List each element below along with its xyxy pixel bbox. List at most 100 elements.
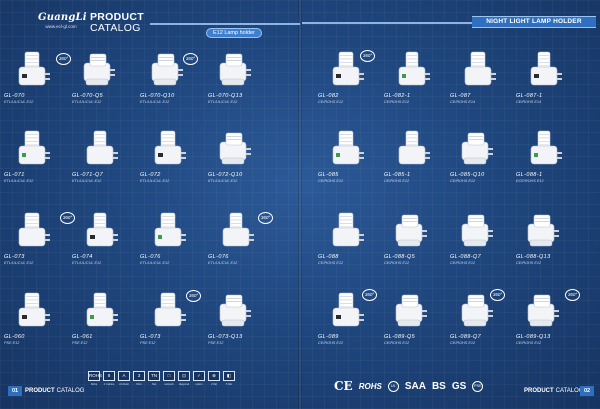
lamp-holder-image	[10, 290, 54, 332]
product-certification: ETL/UL/CUL E12	[208, 100, 238, 104]
rotation-360-icon: 360°	[258, 212, 273, 224]
lamp-holder-image	[146, 49, 190, 91]
product-certification: ETL/UL/CUL E12	[4, 179, 34, 183]
product-certification: ETL/UL/CUL E12	[140, 100, 170, 104]
legend-icon: 3	[133, 371, 145, 381]
product-code: GL-089-Q7	[450, 334, 482, 340]
catalog-line1: PRODUCT	[90, 11, 145, 23]
product-code: GL-076	[208, 254, 229, 260]
legend-caption: network	[164, 382, 174, 386]
product-certification: PSE E12	[4, 341, 20, 345]
product-code: GL-070	[4, 93, 25, 99]
right-page-number: 02	[580, 386, 594, 396]
lamp-holder-image	[214, 290, 258, 332]
product-certification: CE/ROHS E12	[318, 261, 344, 265]
product-certification: CE/ROHS E12	[318, 179, 344, 183]
legend-item: ◧5 flat	[223, 371, 235, 386]
lamp-holder-image	[390, 128, 434, 170]
rotation-360-icon: 360°	[362, 289, 377, 301]
product-certification: ETL/UL/CUL E12	[140, 179, 170, 183]
product-certification: CE/ROHS E12	[384, 261, 410, 265]
product-code: GL-061	[72, 334, 93, 340]
bs-mark: BS	[431, 380, 446, 392]
header-rule	[150, 23, 300, 25]
product-code: GL-074	[72, 254, 93, 260]
legend-icon: ROHS	[88, 371, 102, 381]
product-code: GL-073-Q13	[208, 334, 243, 340]
product-certification: CE/ROHS E12	[384, 100, 410, 104]
left-page-number: 01	[8, 386, 22, 396]
product-certification: ETL/UL/CUL E12	[208, 261, 238, 265]
legend-item: ⊕2 flat	[208, 371, 220, 386]
lamp-holder-image	[324, 49, 368, 91]
lamp-holder-image	[522, 49, 566, 91]
product-code: GL-087	[450, 93, 471, 99]
gs-mark: GS	[451, 380, 467, 392]
product-code: GL-072	[140, 172, 161, 178]
lamp-holder-image	[324, 290, 368, 332]
product-certification: CE/ROHS E12	[318, 100, 344, 104]
product-code: GL-089-Q13	[516, 334, 551, 340]
product-code: GL-087-1	[516, 93, 543, 99]
legend-caption: option	[195, 382, 203, 386]
product-code: GL-085-Q10	[450, 172, 485, 178]
certification-row: CE ROHS UL SAA BS GS PSE	[334, 379, 484, 393]
product-code: GL-082-1	[384, 93, 411, 99]
product-code: GL-073	[4, 254, 25, 260]
product-code: GL-072-Q10	[208, 172, 243, 178]
product-certification: PSE E12	[140, 341, 156, 345]
product-certification: CE/ROHS E12	[516, 341, 542, 345]
brand-logo: GuangLi www.ecl-gl.com	[38, 12, 87, 32]
legend-icon: 8	[103, 371, 115, 381]
lamp-holder-image	[78, 49, 122, 91]
product-code: GL-088	[318, 254, 339, 260]
legend-icon: A	[118, 371, 130, 381]
rotation-360-icon: 360°	[186, 290, 201, 302]
right-footer-bold: PRODUCT	[524, 388, 554, 394]
lamp-holder-image	[146, 128, 190, 170]
product-certification: CE/ROHS E12	[384, 341, 410, 345]
product-code: GL-088-Q7	[450, 254, 482, 260]
lamp-holder-image	[10, 128, 54, 170]
lamp-holder-image	[456, 128, 500, 170]
product-code: GL-082	[318, 93, 339, 99]
catalog-line2: CATALOG	[90, 21, 141, 34]
legend-icon: TN	[148, 371, 160, 381]
lamp-holder-image	[78, 128, 122, 170]
product-code: GL-071-Q7	[72, 172, 104, 178]
product-certification: CE/ROHS E14	[516, 100, 542, 104]
legend-caption: 2 flat	[211, 382, 217, 386]
lamp-holder-image	[456, 290, 500, 332]
product-code: GL-071	[4, 172, 25, 178]
lamp-holder-image	[522, 128, 566, 170]
legend-caption: Ohm	[136, 382, 142, 386]
lamp-holder-image	[390, 290, 434, 332]
legend-item: ✓option	[193, 371, 205, 386]
lamp-holder-image	[390, 210, 434, 252]
brand-website: www.ecl-gl.com	[45, 24, 77, 29]
legend-icon: □	[163, 371, 175, 381]
legend-icon: ⊕	[208, 371, 220, 381]
product-certification: ETL/UL/CUL E12	[72, 179, 102, 183]
